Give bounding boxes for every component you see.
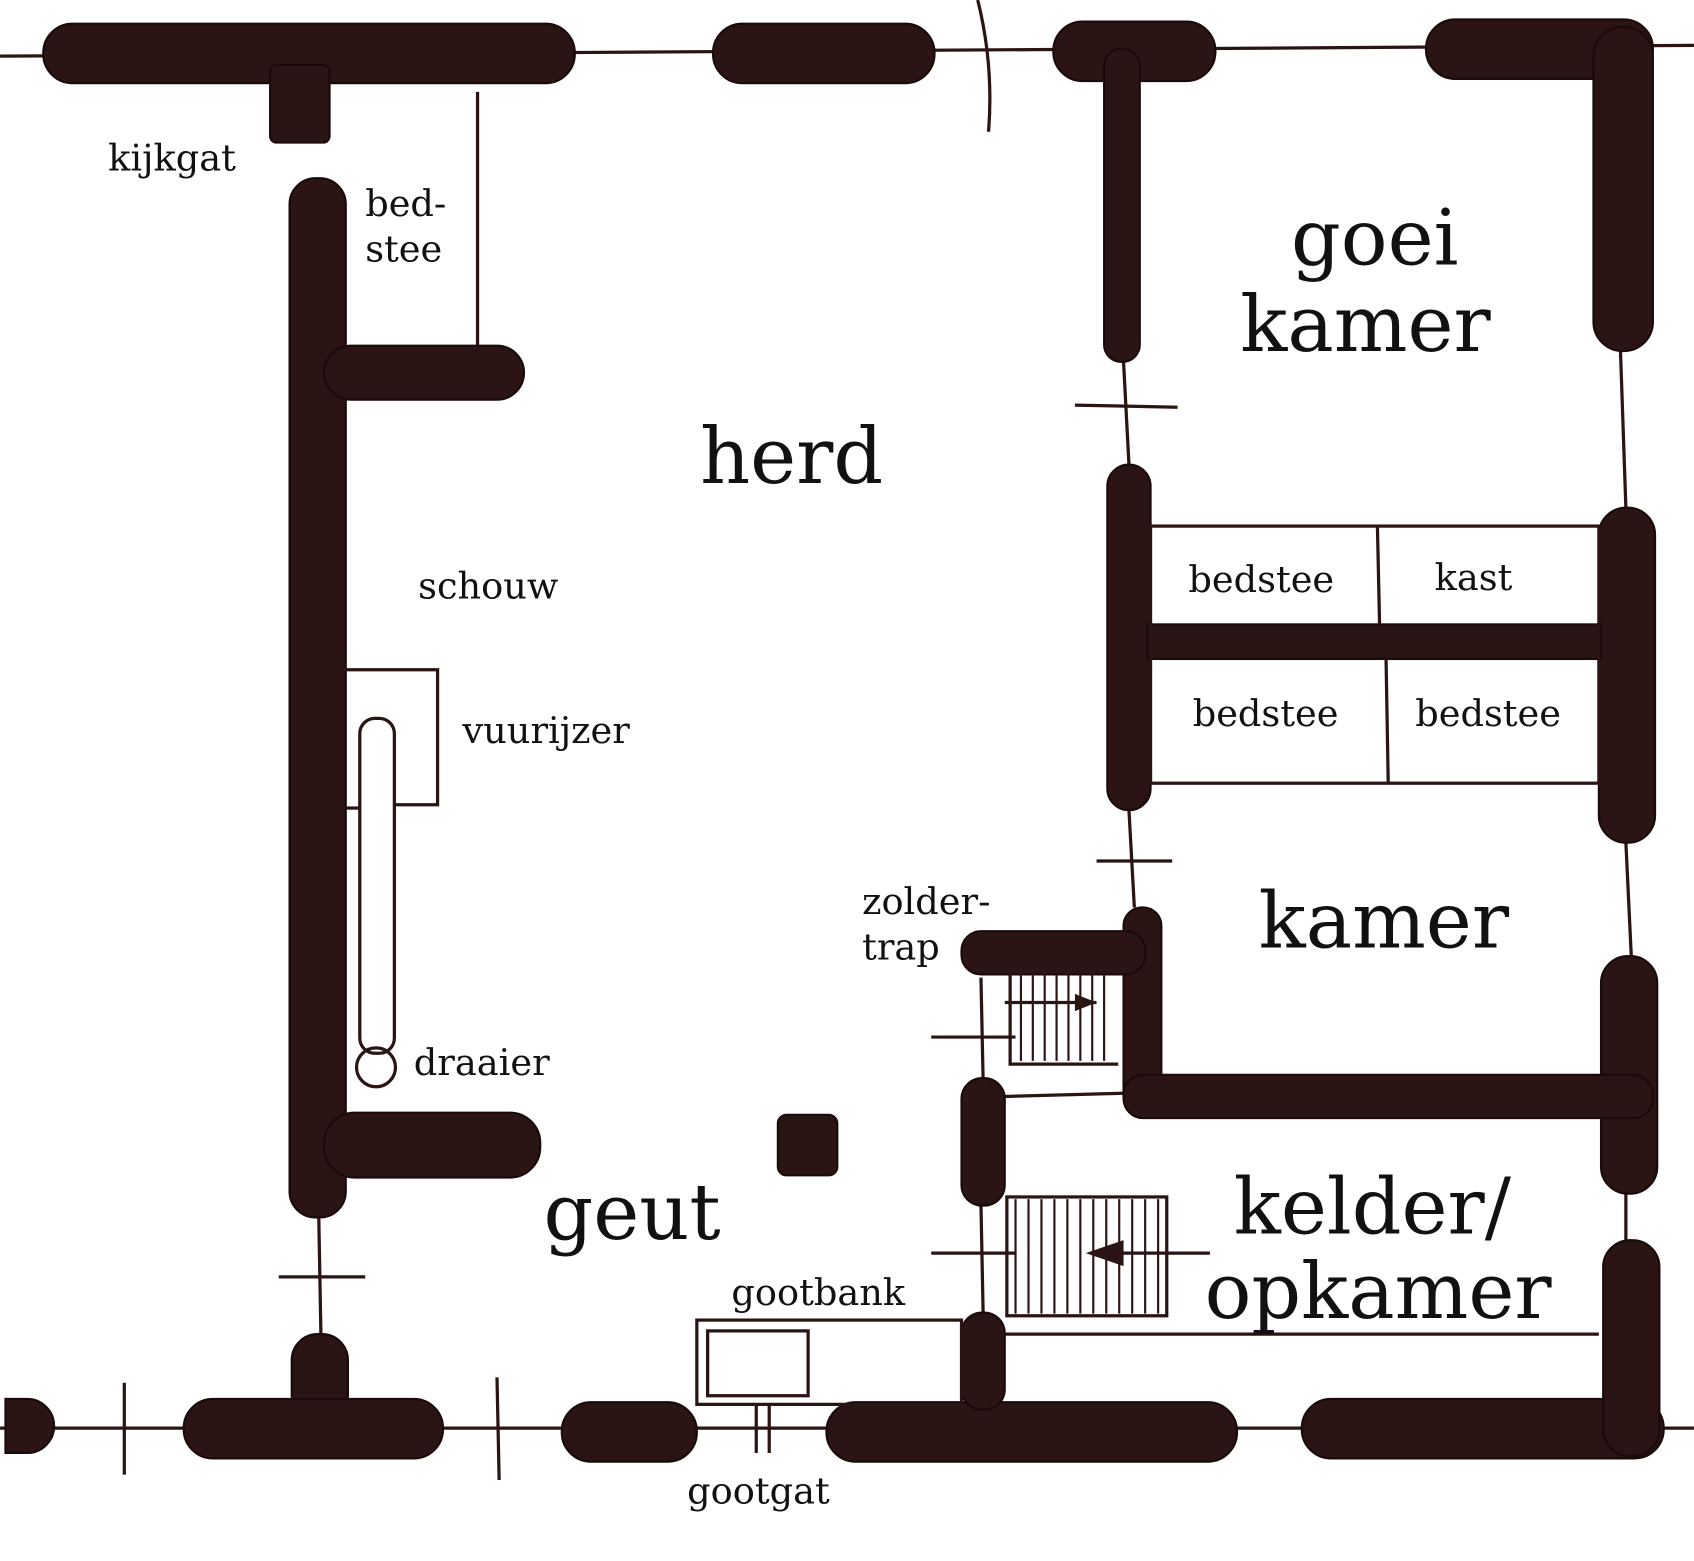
label-draaier: draaier (414, 1041, 550, 1084)
label-bedstee-c: bedstee (1415, 692, 1561, 735)
label-zoldertrap-1: zolder- (862, 880, 990, 923)
label-gootgat: gootgat (687, 1470, 830, 1513)
label-kelder-1: kelder/ (1234, 1163, 1512, 1253)
label-herd: herd (700, 412, 883, 502)
zoldertrap-stairs (1004, 966, 1119, 1066)
kelder-stairs (1005, 1195, 1210, 1318)
labels: kijkgat bed- stee herd schouw vuurijzer … (108, 137, 1561, 1513)
label-schouw: schouw (418, 564, 558, 607)
walls (4, 18, 1665, 1463)
label-kamer: kamer (1259, 876, 1510, 966)
label-vuurijzer: vuurijzer (461, 709, 630, 752)
label-bedstee-top-1: bed- (365, 182, 446, 225)
label-zoldertrap-2: trap (862, 925, 940, 968)
label-bedstee-top-2: stee (365, 227, 442, 270)
label-kast: kast (1435, 556, 1513, 599)
label-kijkgat: kijkgat (108, 137, 236, 180)
label-bedstee-b: bedstee (1193, 692, 1339, 735)
bedstee-grid (1148, 524, 1601, 785)
gootbank (695, 1318, 964, 1453)
draaier-wheel (354, 1046, 398, 1089)
label-bedstee-a: bedstee (1188, 558, 1334, 601)
label-gootbank: gootbank (731, 1271, 906, 1314)
label-goei-kamer-2: kamer (1240, 280, 1491, 370)
label-kelder-2: opkamer (1205, 1247, 1553, 1337)
vuurijzer (340, 668, 440, 1089)
label-goei-kamer-1: goei (1291, 194, 1459, 284)
label-geut: geut (543, 1168, 720, 1258)
